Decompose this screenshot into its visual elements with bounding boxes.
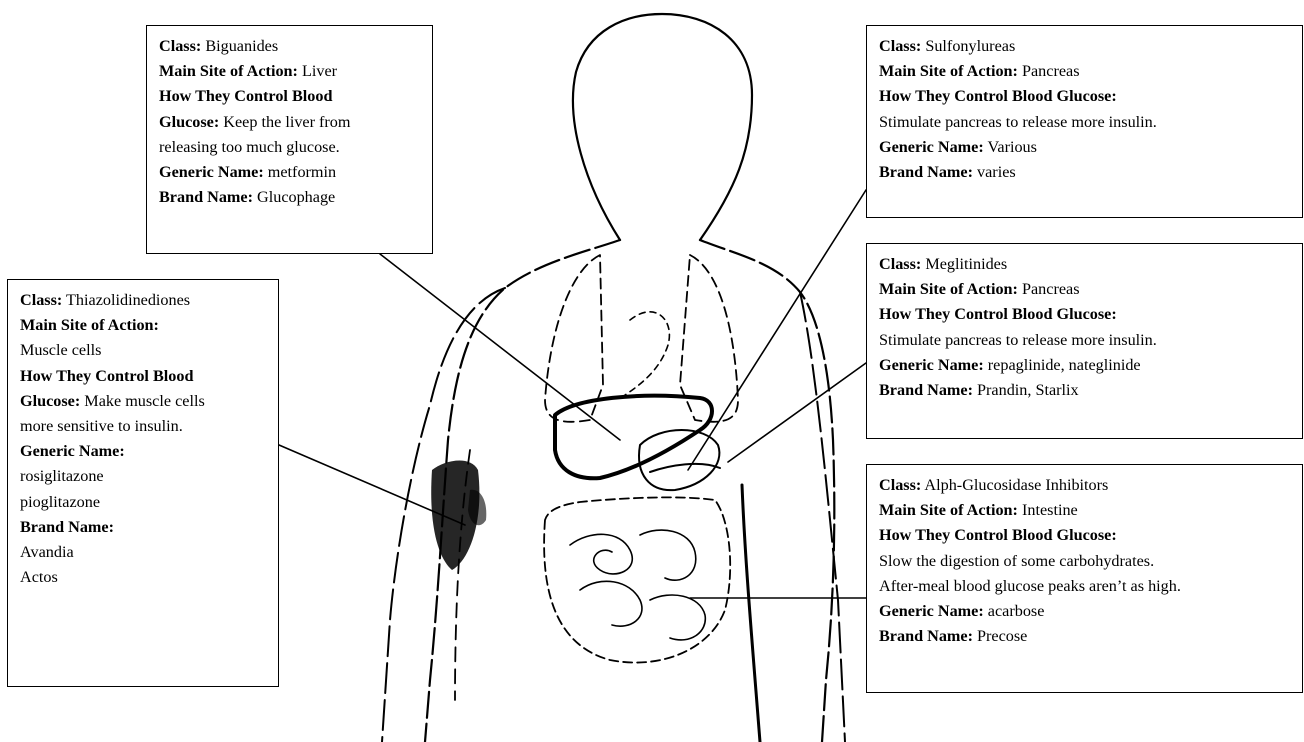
- body-outline-right-torso: [700, 240, 834, 742]
- large-intestine: [544, 497, 730, 662]
- how-label: How They Control Blood: [20, 367, 193, 385]
- how-value-cont: releasing too much glucose.: [159, 135, 422, 160]
- brand-value: Glucophage: [253, 188, 335, 206]
- site-value: Muscle cells: [20, 338, 268, 363]
- generic-label: Generic Name:: [20, 442, 125, 460]
- brand-value: varies: [973, 163, 1016, 181]
- callout-biguanides: Class: Biguanides Main Site of Action: L…: [146, 25, 433, 254]
- callout-thiazolidinediones: Class: Thiazolidinediones Main Site of A…: [7, 279, 279, 687]
- how-value: Stimulate pancreas to release more insul…: [879, 328, 1292, 353]
- site-label: Main Site of Action:: [879, 501, 1018, 519]
- class-value: Meglitinides: [921, 255, 1007, 273]
- class-label: Class:: [879, 37, 921, 55]
- site-label: Main Site of Action:: [159, 62, 298, 80]
- generic-value: pioglitazone: [20, 490, 268, 515]
- callout-sulfonylureas: Class: Sulfonylureas Main Site of Action…: [866, 25, 1303, 218]
- brand-value: Precose: [973, 627, 1027, 645]
- how-value: Stimulate pancreas to release more insul…: [879, 110, 1292, 135]
- generic-value: Various: [984, 138, 1037, 156]
- brand-label: Brand Name:: [159, 188, 253, 206]
- leader-meglitinides: [728, 363, 866, 462]
- class-label: Class:: [159, 37, 201, 55]
- class-label: Class:: [20, 291, 62, 309]
- how-label: How They Control Blood Glucose:: [879, 305, 1117, 323]
- brand-label: Brand Name:: [879, 627, 973, 645]
- lung-left: [545, 255, 603, 422]
- generic-value: metformin: [264, 163, 336, 181]
- how-value: Slow the digestion of some carbohydrates…: [879, 549, 1292, 574]
- how-label-cont: Glucose:: [20, 392, 80, 410]
- brand-value: Prandin, Starlix: [973, 381, 1079, 399]
- how-value: Keep the liver from: [219, 113, 350, 131]
- class-value: Alph-Glucosidase Inhibitors: [921, 476, 1108, 494]
- site-value: Intestine: [1018, 501, 1078, 519]
- small-intestine: [570, 530, 705, 640]
- how-label: How They Control Blood: [159, 87, 332, 105]
- brand-label: Brand Name:: [879, 163, 973, 181]
- how-value-cont: more sensitive to insulin.: [20, 414, 268, 439]
- generic-value: acarbose: [984, 602, 1045, 620]
- how-value-cont: After-meal blood glucose peaks aren’t as…: [879, 574, 1292, 599]
- how-label: How They Control Blood Glucose:: [879, 526, 1117, 544]
- how-label: How They Control Blood Glucose:: [879, 87, 1117, 105]
- leader-biguanides: [380, 254, 620, 440]
- generic-label: Generic Name:: [159, 163, 264, 181]
- site-value: Pancreas: [1018, 62, 1080, 80]
- brand-label: Brand Name:: [879, 381, 973, 399]
- site-value: Liver: [298, 62, 337, 80]
- callout-meglitinides: Class: Meglitinides Main Site of Action:…: [866, 243, 1303, 439]
- pancreas: [650, 464, 720, 472]
- site-value: Pancreas: [1018, 280, 1080, 298]
- brand-label: Brand Name:: [20, 518, 114, 536]
- brand-value: Actos: [20, 565, 268, 590]
- class-value: Biguanides: [201, 37, 278, 55]
- body-outline-right-forearm: [742, 485, 760, 742]
- generic-label: Generic Name:: [879, 602, 984, 620]
- leader-sulfonylureas: [688, 190, 866, 470]
- body-outline-head: [573, 14, 752, 240]
- callout-alpha-glucosidase-inhibitors: Class: Alph-Glucosidase Inhibitors Main …: [866, 464, 1303, 693]
- generic-label: Generic Name:: [879, 138, 984, 156]
- how-value: Make muscle cells: [80, 392, 205, 410]
- generic-label: Generic Name:: [879, 356, 984, 374]
- generic-value: repaglinide, nateglinide: [984, 356, 1141, 374]
- heart: [625, 312, 669, 395]
- class-label: Class:: [879, 476, 921, 494]
- site-label: Main Site of Action:: [20, 316, 159, 334]
- class-value: Thiazolidinediones: [62, 291, 190, 309]
- brand-value: Avandia: [20, 540, 268, 565]
- site-label: Main Site of Action:: [879, 280, 1018, 298]
- site-label: Main Site of Action:: [879, 62, 1018, 80]
- how-label-cont: Glucose:: [159, 113, 219, 131]
- class-value: Sulfonylureas: [921, 37, 1015, 55]
- body-outline-right-arm: [800, 292, 845, 742]
- generic-value: rosiglitazone: [20, 464, 268, 489]
- class-label: Class:: [879, 255, 921, 273]
